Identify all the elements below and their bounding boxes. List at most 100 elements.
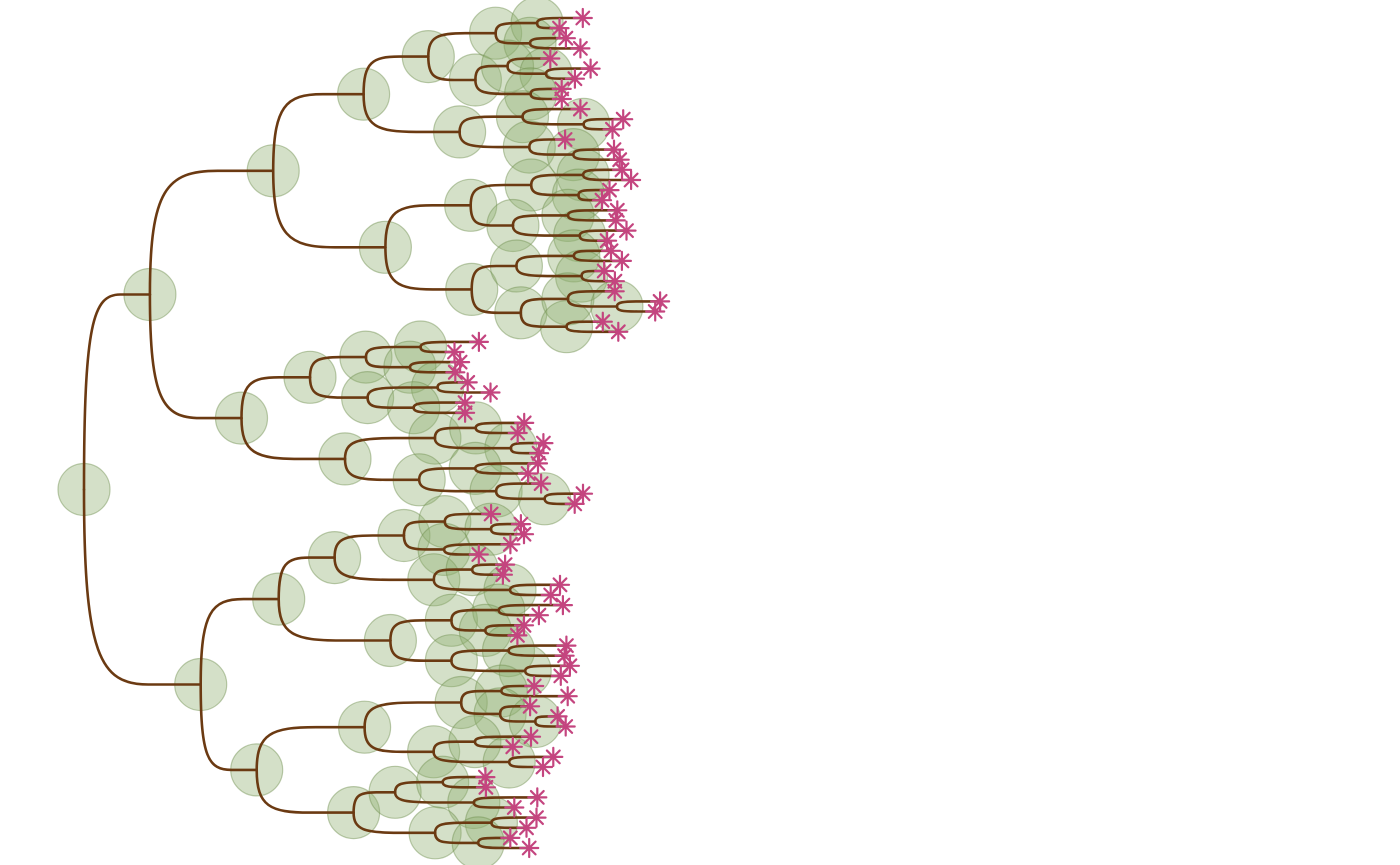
tip-asterisk-icon	[516, 817, 537, 838]
tip-asterisk-stroke	[457, 395, 473, 411]
branch-149	[255, 768, 355, 814]
branch-115	[508, 588, 552, 597]
branch-158	[433, 821, 493, 835]
branch-55	[470, 288, 523, 315]
tip-asterisk-stroke	[495, 567, 511, 583]
branch-14	[506, 64, 548, 75]
branch-139	[498, 712, 537, 723]
branch-116	[277, 597, 392, 642]
tip-asterisk-stroke	[557, 648, 573, 664]
branch-51	[572, 254, 624, 263]
branch-52	[515, 264, 583, 278]
tip-asterisk-icon	[599, 180, 620, 201]
tip-asterisk-icon	[557, 686, 578, 707]
tip-asterisk-icon	[524, 675, 545, 697]
tip-asterisk-stroke	[558, 30, 574, 46]
tip-asterisk-icon	[616, 220, 637, 241]
tip-asterisk-icon	[513, 524, 535, 545]
tip-asterisk-icon	[540, 48, 561, 69]
tip-asterisk-stroke	[520, 466, 536, 481]
branch-46	[578, 234, 609, 242]
tip-asterisk-icon	[611, 250, 633, 271]
branch-137	[459, 701, 502, 716]
tip-asterisk-icon	[502, 736, 523, 757]
branch-96	[543, 497, 576, 506]
tip-asterisk-stroke	[595, 314, 611, 330]
branch-0	[82, 293, 152, 491]
branch-27	[528, 138, 567, 149]
branch-20	[362, 92, 461, 134]
branch-26	[458, 130, 531, 149]
branch-11	[427, 55, 477, 82]
tip-asterisk-icon	[645, 301, 666, 322]
branch-118	[450, 608, 500, 622]
branch-151	[393, 780, 444, 794]
branch-4	[427, 31, 497, 58]
branch-31	[271, 169, 387, 249]
branch-112	[470, 568, 505, 576]
branch-56	[519, 297, 570, 315]
tip-asterisk-stroke	[552, 20, 567, 36]
branch-58	[566, 297, 619, 308]
branch-30	[572, 153, 621, 161]
branch-109	[333, 556, 436, 582]
branch-154	[393, 791, 476, 804]
branch-127	[507, 649, 566, 657]
branch-7	[535, 21, 561, 30]
branch-85	[433, 436, 513, 450]
tip-asterisk-icon	[547, 706, 568, 727]
tip-asterisk-icon	[492, 564, 513, 585]
tip-asterisk-icon	[514, 412, 535, 433]
branch-82	[433, 426, 477, 440]
tip-asterisk-stroke	[553, 668, 569, 684]
branch-10	[528, 42, 582, 50]
tip-asterisk-icon	[519, 696, 541, 717]
tip-asterisk-icon	[600, 240, 622, 261]
branch-48	[470, 264, 518, 291]
branch-84	[474, 426, 519, 435]
branch-67	[364, 345, 422, 359]
branch-125	[450, 649, 510, 662]
tip-asterisk-stroke	[558, 719, 574, 734]
branch-19	[529, 92, 564, 101]
branch-79	[412, 406, 467, 415]
tip-asterisk-icon	[513, 615, 535, 636]
branch-91	[473, 467, 530, 475]
tip-asterisk-stroke	[555, 597, 571, 613]
branch-103	[443, 520, 493, 531]
tip-asterisk-stroke	[557, 132, 573, 147]
branch-150	[352, 791, 397, 814]
tip-asterisk-stroke	[447, 364, 463, 380]
tip-asterisk-stroke	[506, 800, 522, 815]
branch-94	[494, 489, 546, 501]
branch-145	[473, 740, 515, 749]
tip-asterisk-icon	[605, 210, 626, 231]
branch-44	[511, 224, 581, 237]
tip-asterisk-icon	[591, 190, 613, 211]
tip-asterisk-stroke	[543, 587, 559, 603]
tip-asterisk-stroke	[522, 698, 538, 714]
tip-asterisk-stroke	[502, 830, 518, 846]
branch-22	[521, 107, 582, 118]
branch-146	[432, 750, 511, 764]
tip-asterisk-icon	[555, 28, 577, 49]
tip-asterisk-stroke	[509, 627, 525, 643]
branch-130	[523, 669, 563, 678]
tip-asterisk-stroke	[596, 263, 612, 279]
tip-asterisk-stroke	[567, 496, 583, 512]
branch-101	[402, 520, 447, 537]
tip-asterisk-icon	[520, 726, 542, 747]
tip-asterisk-icon	[620, 169, 642, 191]
branch-66	[308, 355, 368, 379]
tip-asterisk-stroke	[575, 486, 591, 502]
branch-13	[506, 57, 552, 68]
branch-99	[277, 556, 336, 601]
tip-asterisk-stroke	[614, 253, 630, 269]
tip-asterisk-stroke	[560, 688, 576, 704]
tip-asterisk-stroke	[607, 273, 623, 289]
tip-asterisk-stroke	[575, 10, 591, 26]
tip-asterisk-stroke	[505, 739, 521, 755]
tip-asterisk-stroke	[531, 445, 547, 461]
branch-73	[308, 376, 369, 399]
branch-133	[363, 701, 463, 729]
